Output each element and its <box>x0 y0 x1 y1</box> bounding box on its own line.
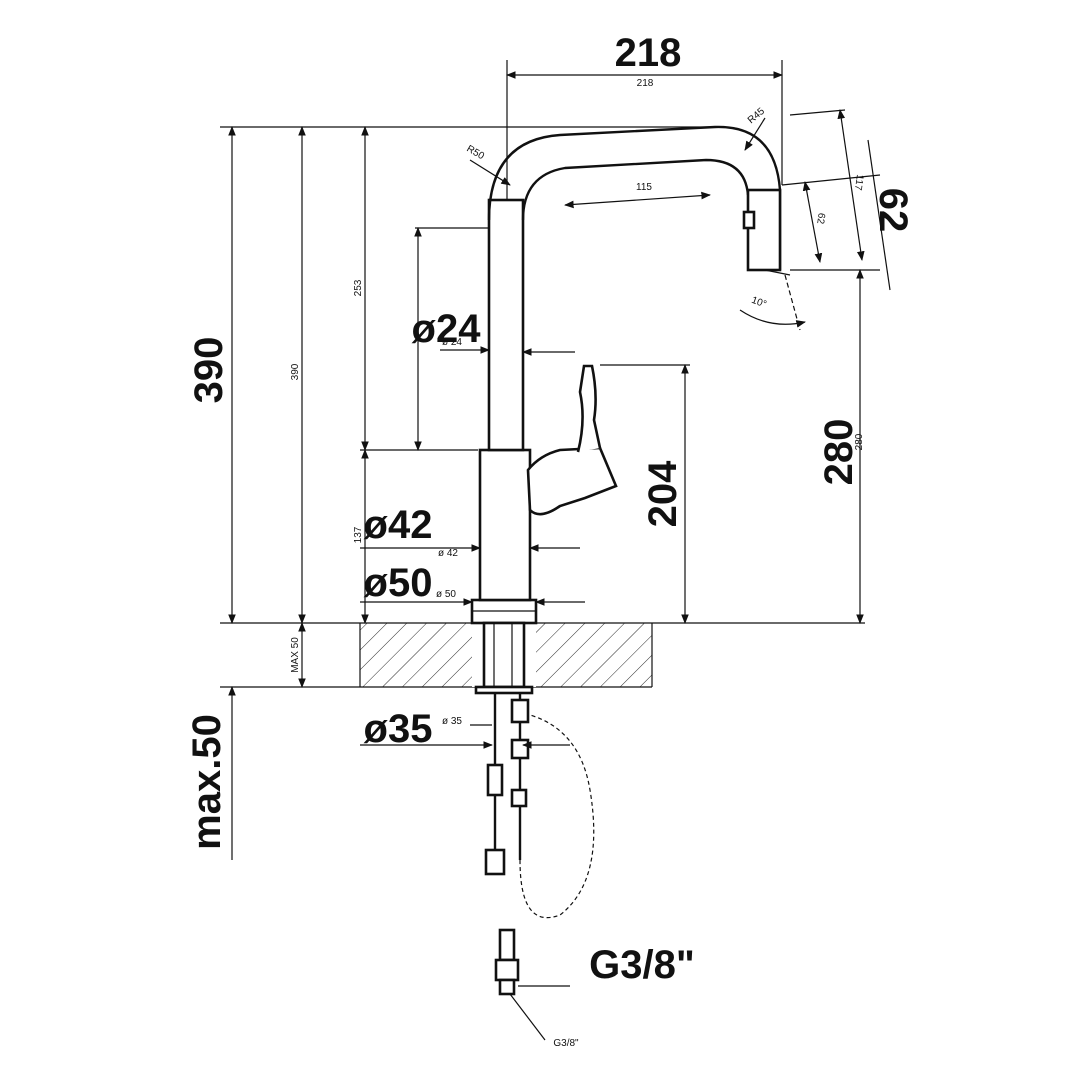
radius-r45-label: R45 <box>746 106 767 127</box>
diam-35-label: ø35 <box>364 707 433 751</box>
diam-50-small-label: ø 50 <box>436 589 456 600</box>
spout-height-label: 280 <box>817 419 861 486</box>
upper-pipe-label: 253 <box>353 279 364 296</box>
width-total-small-label: 218 <box>637 78 654 89</box>
spout-depth-small-a-label: 117 <box>852 174 865 192</box>
spout-reach-label: 115 <box>636 182 652 193</box>
height-total-label: 390 <box>187 337 231 404</box>
max-thickness-small-label: MAX 50 <box>290 637 301 673</box>
spray-head <box>746 188 782 272</box>
spout-depth-label: 62 <box>871 188 915 233</box>
spout-depth-small-b-label: 62 <box>814 212 827 225</box>
angle-label: 10° <box>750 295 768 311</box>
handle-height-label: 204 <box>641 460 685 527</box>
dimension-labels: 218 218 390 390 253 137 280 280 204 62 1… <box>185 31 915 1049</box>
faucet-body <box>470 125 791 625</box>
radius-r50-label: R50 <box>465 143 487 162</box>
mixer-handle <box>526 446 618 516</box>
upper-pipe <box>487 198 525 452</box>
max-thickness-label: max.50 <box>185 714 229 850</box>
diam-50-label: ø50 <box>364 561 433 605</box>
thread-label: G3/8" <box>589 943 695 987</box>
spout-inner <box>521 158 750 221</box>
diam-42-small-label: ø 42 <box>438 548 458 559</box>
lower-body-label: 137 <box>353 526 364 543</box>
dimension-lines <box>220 60 891 860</box>
width-total-label: 218 <box>615 31 682 75</box>
height-total-small-label: 390 <box>290 363 301 380</box>
thread-small-label: G3/8" <box>553 1038 579 1049</box>
spout-outer <box>487 125 782 270</box>
lower-body <box>478 448 532 602</box>
diam-35-small-label: ø 35 <box>442 716 462 727</box>
diam-24-small-label: ø 24 <box>442 337 462 348</box>
diam-24-label: ø24 <box>412 307 482 351</box>
diam-42-label: ø42 <box>364 503 433 547</box>
spout-height-small-label: 280 <box>854 433 865 450</box>
countertop-section <box>220 622 865 688</box>
supply-hoses <box>474 621 595 1041</box>
fitting <box>498 928 516 962</box>
